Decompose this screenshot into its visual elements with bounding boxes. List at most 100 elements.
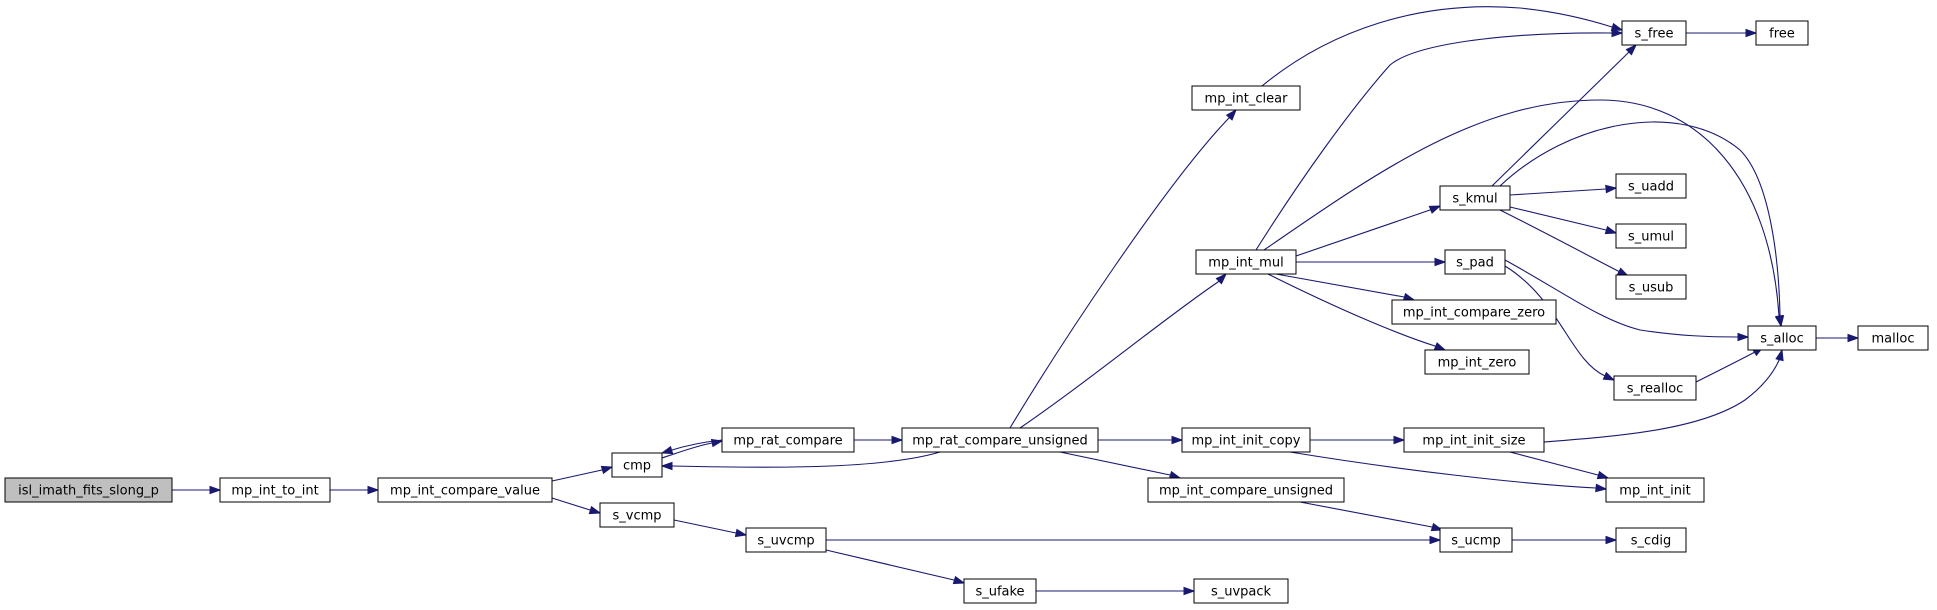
edge-mp_int_init_size-to-mp_int_init	[1509, 451, 1610, 480]
node-box	[219, 477, 331, 503]
edge-mp_rat_compare_unsigned-to-cmp	[660, 451, 941, 471]
edge-arrowhead	[660, 445, 674, 455]
node-label: s_uadd	[1628, 180, 1674, 195]
node-box	[4, 477, 173, 503]
edge-s_kmul-to-s_usub	[1499, 209, 1630, 277]
node-s-realloc[interactable]: s_realloc	[1613, 375, 1697, 401]
edge-line	[1509, 187, 1617, 196]
edge-s_pad-to-s_alloc	[1504, 259, 1750, 342]
node-s-ucmp[interactable]: s_ucmp	[1439, 527, 1513, 553]
node-label: mp_int_zero	[1438, 356, 1517, 371]
edge-mp_rat_compare_unsigned-to-mp_int_clear	[1009, 108, 1237, 429]
node-label: s_ufake	[975, 585, 1024, 600]
edge-s_ucmp-to-s_cdig	[1512, 535, 1618, 545]
node-box	[1615, 527, 1687, 553]
node-label: s_kmul	[1452, 192, 1497, 207]
edge-line	[1019, 273, 1227, 429]
edge-arrowhead	[1775, 315, 1785, 328]
node-isl-imath-fits-slong-p: isl_imath_fits_slong_p	[4, 477, 173, 503]
node-mp-int-init[interactable]: mp_int_init	[1605, 477, 1705, 503]
node-malloc[interactable]: malloc	[1857, 325, 1929, 351]
node-label: mp_int_compare_unsigned	[1159, 484, 1333, 499]
node-box	[1193, 578, 1289, 604]
edge-mp_int_compare_unsigned-to-s_ucmp	[1299, 501, 1444, 532]
node-s-cdig[interactable]: s_cdig	[1615, 527, 1687, 553]
node-box	[901, 427, 1099, 453]
edge-mp_rat_compare-to-cmp	[660, 439, 723, 455]
node-mp-int-compare-unsigned[interactable]: mp_int_compare_unsigned	[1147, 477, 1345, 503]
edge-arrowhead	[1605, 535, 1618, 545]
node-s-usub[interactable]: s_usub	[1615, 274, 1687, 300]
edge-mp_int_init_copy-to-mp_int_init	[1289, 451, 1608, 493]
node-box	[1439, 185, 1511, 211]
node-mp-int-clear[interactable]: mp_int_clear	[1191, 85, 1301, 111]
edge-line	[673, 519, 747, 536]
node-box	[1615, 274, 1687, 300]
node-box	[377, 477, 553, 503]
edge-line	[1504, 265, 1615, 381]
edge-line	[1263, 99, 1782, 327]
node-s-ufake[interactable]: s_ufake	[963, 578, 1037, 604]
node-label: isl_imath_fits_slong_p	[18, 484, 159, 499]
edge-mp_int_mul-to-s_kmul	[1295, 205, 1442, 257]
edge-arrowhead	[1611, 28, 1624, 38]
node-mp-int-to-int[interactable]: mp_int_to_int	[219, 477, 331, 503]
edge-arrowhead	[1225, 108, 1237, 121]
node-label: s_vcmp	[612, 509, 661, 524]
node-s-kmul[interactable]: s_kmul	[1439, 185, 1511, 211]
edge-s_pad-to-s_realloc	[1504, 265, 1616, 381]
edge-line	[1009, 109, 1237, 429]
edge-mp_int_mul-to-s_pad	[1296, 257, 1447, 267]
edge-line	[1059, 451, 1181, 479]
call-edges	[172, 6, 1860, 596]
node-s-uvpack[interactable]: s_uvpack	[1193, 578, 1289, 604]
node-s-pad[interactable]: s_pad	[1444, 249, 1506, 275]
node-mp-rat-compare-unsigned[interactable]: mp_rat_compare_unsigned	[901, 427, 1099, 453]
node-s-uadd[interactable]: s_uadd	[1615, 173, 1687, 199]
node-s-uvcmp[interactable]: s_uvcmp	[745, 527, 827, 553]
node-mp-int-init-copy[interactable]: mp_int_init_copy	[1181, 427, 1311, 453]
edge-arrowhead	[734, 528, 748, 538]
node-box	[1615, 173, 1687, 199]
edge-mp_int_mul-to-s_free	[1255, 28, 1624, 251]
node-box	[1857, 325, 1929, 351]
node-mp-int-init-size[interactable]: mp_int_init_size	[1403, 427, 1545, 453]
node-label: mp_int_clear	[1205, 92, 1289, 107]
node-box	[1424, 349, 1530, 375]
node-label: malloc	[1872, 332, 1915, 347]
node-box	[1613, 375, 1697, 401]
node-mp-int-mul[interactable]: mp_int_mul	[1195, 249, 1297, 275]
node-mp-rat-compare[interactable]: mp_rat_compare	[721, 427, 855, 453]
node-cmp[interactable]: cmp	[611, 452, 663, 478]
node-s-free[interactable]: s_free	[1621, 20, 1687, 46]
edge-arrowhead	[209, 485, 222, 495]
node-box	[721, 427, 855, 453]
edge-arrowhead	[1625, 43, 1638, 56]
edge-arrowhead	[1433, 342, 1447, 351]
edge-s_uvcmp-to-s_ucmp	[826, 535, 1442, 545]
edge-s_free-to-free	[1686, 28, 1758, 38]
node-mp-int-compare-zero[interactable]: mp_int_compare_zero	[1391, 299, 1557, 325]
node-label: mp_int_to_int	[231, 484, 318, 499]
node-label: s_uvcmp	[757, 534, 814, 549]
edge-arrowhead	[367, 485, 380, 495]
edge-line	[1491, 44, 1637, 187]
edge-line	[1267, 273, 1446, 351]
node-s-umul[interactable]: s_umul	[1615, 223, 1687, 249]
edge-isl_imath_fits_slong_p-to-mp_int_to_int	[172, 485, 222, 495]
node-mp-int-compare-value[interactable]: mp_int_compare_value	[377, 477, 553, 503]
edge-arrowhead	[952, 575, 966, 585]
edge-mp_rat_compare_unsigned-to-mp_int_compare_unsigned	[1059, 451, 1182, 480]
edge-mp_int_init_copy-to-mp_int_init_size	[1310, 435, 1406, 445]
edge-line	[1275, 273, 1415, 301]
edge-arrowhead	[600, 465, 614, 475]
node-s-vcmp[interactable]: s_vcmp	[599, 502, 675, 528]
node-mp-int-zero[interactable]: mp_int_zero	[1424, 349, 1530, 375]
node-box	[1439, 527, 1513, 553]
node-free[interactable]: free	[1755, 20, 1809, 46]
node-box	[963, 578, 1037, 604]
edge-line	[1499, 121, 1782, 327]
node-label: mp_int_init_copy	[1192, 434, 1301, 449]
node-s-alloc[interactable]: s_alloc	[1747, 325, 1817, 351]
node-label: mp_int_compare_zero	[1403, 306, 1545, 321]
